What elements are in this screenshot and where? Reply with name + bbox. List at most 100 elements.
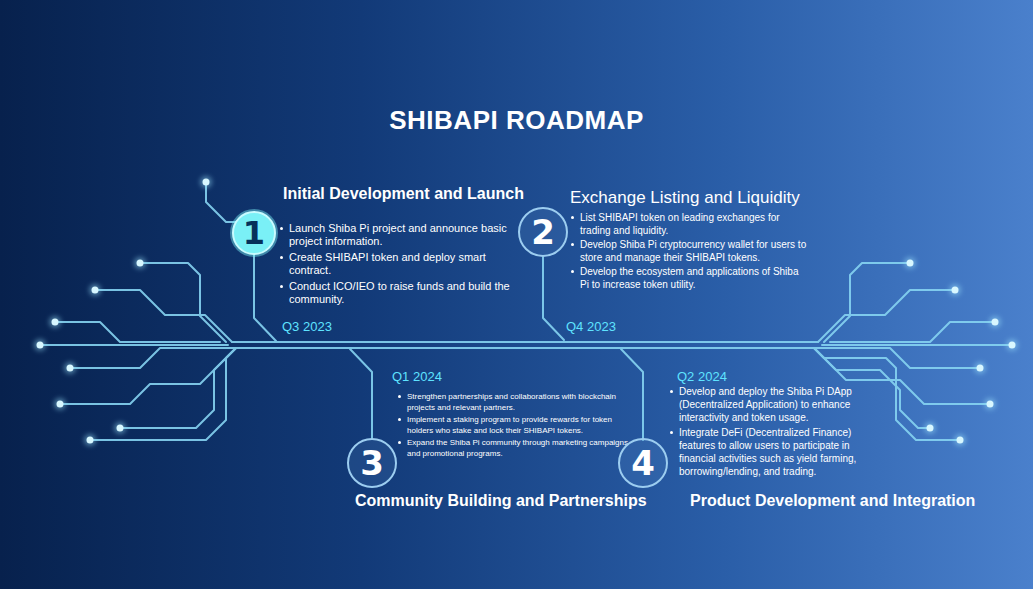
circuit-dot: [952, 287, 959, 294]
bullet-item: Implement a staking program to provide r…: [396, 414, 628, 436]
quarter-label: Q4 2023: [566, 319, 616, 334]
circuit-trace: [40, 344, 228, 346]
bullet-dot: [398, 441, 401, 444]
circuit-trace: [70, 348, 236, 368]
callout-number: 2: [531, 215, 555, 249]
bullet-dot: [571, 243, 574, 246]
bullet-text: Develop the ecosystem and applications o…: [580, 266, 798, 290]
circuit-trace: [90, 348, 236, 440]
circuit-trace: [60, 348, 236, 404]
phase-block: Community Building and PartnershipsStren…: [355, 391, 647, 511]
circuit-trace: [621, 349, 643, 440]
circuit-dot: [117, 425, 124, 432]
circuit-dot: [37, 342, 44, 349]
bullet-item: Expand the Shiba Pi community through ma…: [396, 437, 628, 459]
diagram-title: SHIBAPI ROADMAP: [0, 104, 1033, 136]
bullet-dot: [398, 395, 401, 398]
circuit-trace: [236, 347, 814, 349]
bullet-text: Implement a staking program to provide r…: [407, 415, 612, 435]
circuit-part: [34, 176, 1018, 446]
circuit-dot: [954, 434, 966, 446]
bullet-text: Integrate DeFi (Decentralized Finance) f…: [679, 427, 856, 477]
circuit-dot: [64, 362, 76, 374]
circuit-dot: [1009, 342, 1016, 349]
bullet-item: Create SHIBAPI token and deploy smart co…: [278, 251, 510, 277]
bullet-dot: [280, 227, 283, 230]
circle-shape: [348, 439, 396, 487]
circuit-trace: [350, 349, 372, 439]
circuit-dot: [57, 401, 64, 408]
bullet-item: Integrate DeFi (Decentralized Finance) f…: [668, 426, 886, 478]
bullet-text: Conduct ICO/IEO to raise funds and build…: [289, 280, 510, 305]
bullet-dot: [670, 431, 673, 434]
circle-shape: [619, 439, 667, 487]
circuit-dot: [92, 287, 99, 294]
circuit-trace: [254, 255, 276, 341]
bullet-dot: [398, 418, 401, 421]
circuit-dot: [34, 339, 46, 351]
bullet-item: Develop Shiba Pi cryptocurrency wallet f…: [569, 238, 809, 264]
bullet-text: Develop Shiba Pi cryptocurrency wallet f…: [580, 239, 806, 263]
circuit-dot: [984, 398, 996, 410]
circuit-dot: [114, 422, 126, 434]
phase-block: Product Development and Integration Devel…: [668, 385, 975, 511]
circuit-dot: [87, 437, 94, 444]
circuit-dot: [907, 260, 914, 267]
bullet-dot: [280, 285, 283, 288]
circuit-dot: [949, 284, 961, 296]
circuit-dot: [52, 319, 59, 326]
callout-number: 1: [243, 217, 265, 249]
circle-glow: [230, 209, 278, 257]
circuit-dot: [203, 179, 210, 186]
circuit-trace: [543, 257, 564, 340]
quarter-label: Q1 2024: [392, 369, 442, 384]
quarter-label: Q3 2023: [282, 319, 332, 334]
bullet-item: List SHIBAPI token on leading exchanges …: [569, 211, 809, 237]
number-circle: 3: [346, 437, 398, 489]
circuit-dot: [134, 257, 146, 269]
circuit-trace: [824, 263, 910, 342]
bullet-item: Conduct ICO/IEO to raise funds and build…: [278, 280, 510, 306]
number-circle: 4: [617, 437, 669, 489]
circuit-trace: [120, 348, 236, 428]
circuit-dot: [137, 260, 144, 267]
circuit-dot: [987, 401, 994, 408]
bullet-item: Develop and deploy the Shiba Pi DApp (De…: [668, 385, 886, 424]
bullet-text: Strengthen partnerships and collaboratio…: [407, 392, 616, 412]
circuit-dot: [1006, 339, 1018, 351]
circuit-dot: [67, 365, 74, 372]
phase-block: Initial Development and LaunchLaunch Shi…: [278, 184, 524, 306]
circuit-dot: [84, 434, 96, 446]
circuit-trace: [140, 263, 226, 342]
bullet-item: Launch Shiba Pi project and announce bas…: [278, 222, 510, 248]
bullet-text: Expand the Shiba Pi community through ma…: [407, 438, 628, 458]
circuit-dot: [977, 365, 984, 372]
bullet-text: List SHIBAPI token on leading exchanges …: [580, 212, 780, 236]
circuit-dot: [200, 176, 212, 188]
callout-number: 4: [631, 446, 655, 480]
circuit-dot: [989, 316, 1001, 328]
callout-number: 3: [360, 446, 384, 480]
circuit-dot: [924, 422, 936, 434]
bullet-dot: [670, 390, 673, 393]
bullet-dot: [280, 256, 283, 259]
circuit-dot: [992, 319, 999, 326]
bullet-dot: [571, 270, 574, 273]
circuit-dot: [49, 316, 61, 328]
number-circle: 1: [231, 210, 277, 256]
circuit-dot: [974, 362, 986, 374]
circuit-dot: [957, 437, 964, 444]
circuit-trace: [232, 341, 818, 343]
circuit-dot: [927, 425, 934, 432]
circuit-trace: [206, 182, 236, 222]
circuit-dot: [904, 257, 916, 269]
quarter-label: Q2 2024: [677, 369, 727, 384]
bullet-text: Develop and deploy the Shiba Pi DApp (De…: [679, 386, 852, 423]
circuit-part: [37, 179, 1016, 444]
circuit-trace: [830, 322, 995, 342]
phase-heading: Product Development and Integration: [690, 491, 975, 511]
circuit-trace: [818, 290, 955, 342]
phase-block: Exchange Listing and LiquidityList SHIBA…: [569, 187, 809, 291]
bullet-item: Strengthen partnerships and collaboratio…: [396, 391, 628, 413]
